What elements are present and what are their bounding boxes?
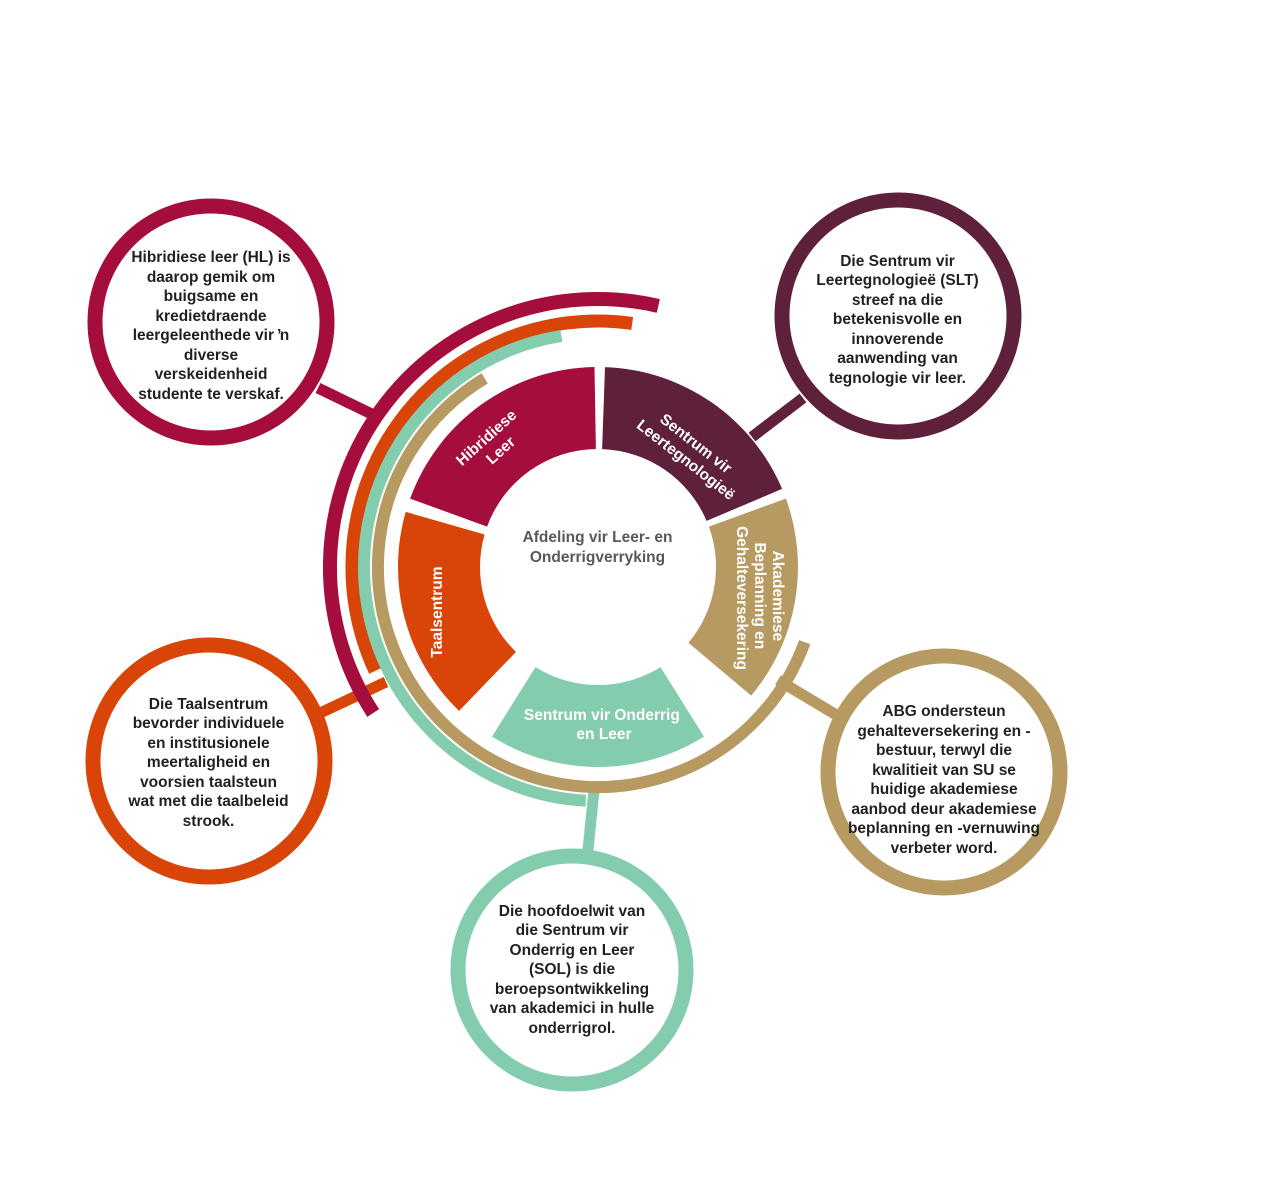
segment-slt [602, 367, 783, 521]
bubble-ring-slt [774, 192, 1022, 440]
connector-slt [748, 393, 807, 442]
bubble-ring-layer [85, 192, 1068, 1092]
bubble-text-slt: Die Sentrum vir Leertegnologieë (SLT) st… [816, 252, 979, 387]
outer-arc-sol [358, 329, 587, 807]
bubble-ring-hybrid [87, 198, 335, 446]
segment-label-taal: Taalsentrum [429, 566, 446, 657]
segment-sol [492, 667, 704, 768]
connector-sol [582, 789, 600, 851]
connector-hybrid [315, 383, 383, 423]
segment-label-abg: Akademiese Beplanning en Gehalteverseker… [733, 526, 786, 670]
outer-arc-hybrid [323, 292, 660, 717]
bubble-ring-abg [820, 648, 1068, 896]
outer-arc-layer [323, 292, 811, 807]
segment-hybrid [410, 367, 596, 527]
connector-taal [315, 677, 389, 719]
bubble-ring-taal [85, 637, 333, 885]
bubble-text-taal: Die Taalsentrum bevorder individuele en … [128, 695, 289, 830]
segment-layer [397, 367, 798, 768]
bubble-text-sol: Die hoofdoelwit van die Sentrum vir Onde… [489, 902, 655, 1037]
segment-taal [397, 511, 516, 711]
bubble-text-hybrid: Hibridiese leer (HL) is daarop gemik om … [131, 249, 291, 403]
segment-abg [688, 498, 798, 696]
outer-arc-abg [372, 373, 811, 794]
bubble-ring-sol [450, 848, 694, 1092]
center-title: Afdeling vir Leer- en Onderrigverryking [522, 529, 673, 566]
outer-arc-taal [345, 314, 634, 674]
bubble-text-abg: ABG ondersteun gehalteversekering en -be… [847, 703, 1041, 857]
segment-label-sol: Sentrum vir Onderrig en Leer [524, 707, 684, 743]
